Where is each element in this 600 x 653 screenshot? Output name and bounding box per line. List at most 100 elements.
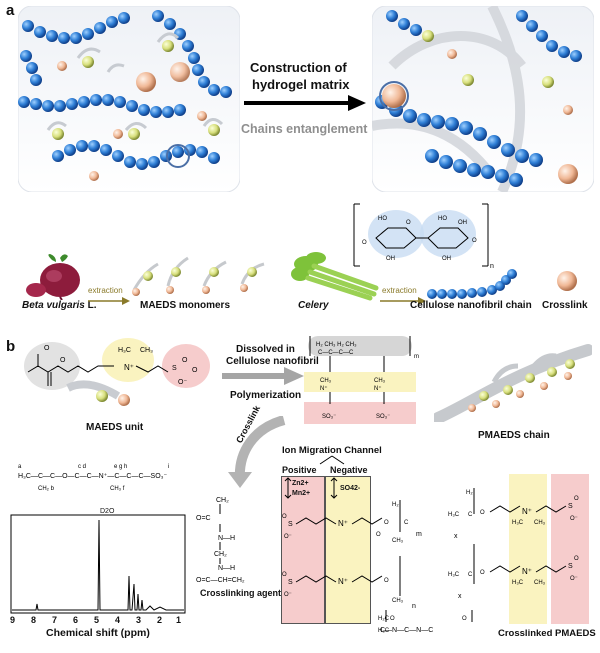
dissolved-line2: Cellulose nanofibril (226, 356, 319, 367)
x-sub-right-2: x (458, 593, 462, 600)
svg-text:H₃C: H₃C (378, 628, 390, 634)
svg-text:H₂C: H₂C (378, 616, 390, 622)
polymerization-label: Polymerization (230, 390, 302, 401)
so4-label: SO42- (340, 485, 361, 492)
crosslink-label: Crosslink (542, 300, 588, 311)
nmr-tick-row: 9 8 7 6 5 4 3 2 1 (10, 615, 186, 627)
cellulose-n-sub: n (490, 263, 494, 270)
x-sub-right: x (454, 533, 458, 540)
nmr-tick-2: 2 (157, 615, 163, 625)
svg-text:SO₃⁻: SO₃⁻ (322, 414, 336, 420)
svg-text:CH₂: CH₂ (214, 551, 227, 558)
pmaeds-chain-image (434, 344, 592, 422)
svg-text:H₂ CH₃ H₂ CH₃: H₂ CH₃ H₂ CH₃ (316, 342, 357, 348)
crosslinking-agent-structure: CH₂ O=C N—H CH₂ N—H O=C—CH=CH₂ (196, 497, 245, 584)
polymerization-arrow (222, 367, 304, 385)
svg-text:OH: OH (442, 256, 451, 262)
celery-label: Celery (298, 300, 329, 311)
svg-text:C: C (468, 572, 473, 578)
svg-text:N⁺: N⁺ (522, 567, 532, 576)
svg-text:O=C: O=C (196, 515, 211, 522)
positive-channel-box (281, 476, 325, 624)
svg-text:H₃C: H₃C (118, 347, 131, 354)
nmr-xlabel: Chemical shift (ppm) (46, 627, 150, 639)
zn-label: Zn2+ (292, 480, 309, 487)
svg-text:CH₃: CH₃ (392, 538, 404, 544)
pmaeds-chain-label: PMAEDS chain (478, 430, 550, 441)
svg-text:m: m (414, 354, 419, 360)
nmr-tick-1: 1 (176, 615, 182, 625)
svg-text:CH₂: CH₂ (216, 497, 229, 504)
svg-text:O: O (282, 572, 287, 578)
svg-text:O: O (472, 238, 477, 244)
crosslinking-agent-label: Crosslinking agent (200, 588, 282, 598)
svg-text:i: i (168, 464, 169, 470)
svg-text:O=C—CH=CH₂: O=C—CH=CH₂ (196, 577, 245, 584)
svg-text:O⁻: O⁻ (570, 516, 578, 522)
right-yellow-box (509, 474, 547, 624)
beta-vulgaris-label: Beta vulgaris L. (22, 300, 96, 311)
svg-text:N—H: N—H (218, 565, 235, 572)
beta-vulgaris-italic: Beta vulgaris (22, 300, 85, 311)
svg-text:C—N—C—N—C: C—N—C—N—C (380, 627, 433, 634)
svg-text:O⁻: O⁻ (284, 592, 292, 598)
celery-image (291, 252, 379, 301)
svg-text:CH₃: CH₃ (534, 520, 546, 526)
crosslink-arrow (228, 416, 286, 488)
svg-text:HO: HO (438, 216, 447, 222)
construction-text-line2: hydrogel matrix (252, 77, 350, 92)
ion-channel-label: Ion Migration Channel (282, 445, 382, 456)
svg-text:OH: OH (458, 220, 467, 226)
svg-text:S: S (288, 579, 293, 586)
nmr-tick-3: 3 (136, 615, 142, 625)
m-sub-left: m (416, 531, 422, 538)
svg-text:N⁺: N⁺ (320, 385, 328, 392)
svg-text:H₃C: H₃C (448, 512, 460, 518)
dissolved-line1: Dissolved in (236, 344, 295, 355)
svg-text:N⁺: N⁺ (338, 519, 348, 528)
svg-text:c d: c d (78, 464, 86, 470)
svg-text:CH₃: CH₃ (320, 378, 332, 384)
svg-text:O: O (480, 510, 485, 516)
svg-text:H₂: H₂ (466, 490, 473, 496)
svg-text:H₃C: H₃C (512, 520, 524, 526)
crosslink-bead (557, 271, 577, 291)
ion-vertical-arrows (284, 477, 338, 499)
beetroot-image (26, 254, 80, 300)
extraction-label-2: extraction (382, 286, 417, 295)
crosslinked-pmaeds-label: Crosslinked PMAEDS (498, 628, 596, 639)
svg-text:SO₃⁻: SO₃⁻ (376, 414, 390, 420)
svg-text:N⁺: N⁺ (124, 363, 134, 372)
svg-text:H₃C: H₃C (512, 580, 524, 586)
svg-text:O⁻: O⁻ (284, 534, 292, 540)
right-pink-box (551, 474, 589, 624)
svg-text:N⁺: N⁺ (374, 385, 382, 392)
svg-text:O: O (480, 570, 485, 576)
svg-text:N⁺: N⁺ (338, 577, 348, 586)
d2o-label: D2O (100, 508, 115, 515)
maeds-monomers-label: MAEDS monomers (140, 300, 231, 311)
svg-text:S: S (288, 521, 293, 528)
cellulose-chain-label: Cellulose nanofibril chain (410, 300, 532, 311)
svg-text:O: O (376, 532, 381, 538)
nmr-tick-5: 5 (94, 615, 100, 625)
ion-channel-arrows (319, 455, 345, 465)
svg-text:H₃C: H₃C (448, 572, 460, 578)
maeds-monomers-image (132, 256, 265, 296)
svg-text:CH₃: CH₃ (392, 598, 404, 604)
svg-text:O⁻: O⁻ (570, 576, 578, 582)
nmr-tick-6: 6 (73, 615, 79, 625)
svg-text:C: C (404, 520, 409, 526)
negative-label: Negative (330, 465, 368, 475)
panel-b-letter: b (6, 338, 16, 355)
svg-text:S: S (568, 563, 573, 570)
svg-text:C—C—C—C: C—C—C—C (318, 350, 354, 356)
extraction-label-1: extraction (88, 286, 123, 295)
svg-text:S: S (568, 503, 573, 510)
nmr-tick-8: 8 (31, 615, 37, 625)
svg-text:e g h: e g h (114, 464, 127, 470)
